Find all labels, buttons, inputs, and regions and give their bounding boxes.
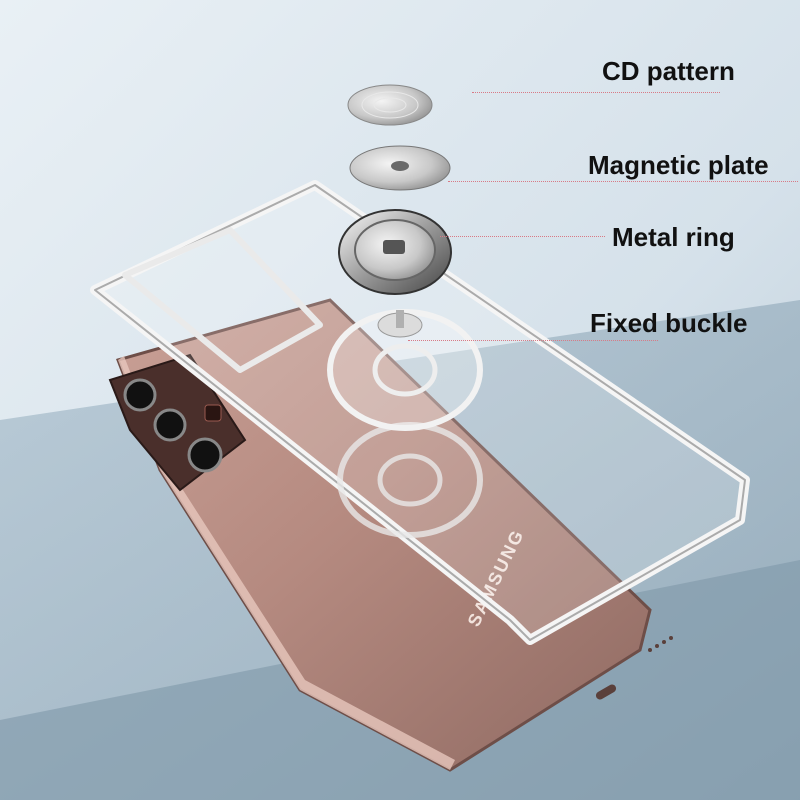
magnetic-plate-part xyxy=(349,145,451,191)
label-metal-ring: Metal ring xyxy=(612,222,735,252)
leader-line-magnetic-plate xyxy=(448,181,798,182)
camera-sensor xyxy=(204,404,222,422)
fixed-buckle-part xyxy=(327,309,483,431)
camera-lens-2 xyxy=(153,408,187,442)
leader-line-fixed-buckle xyxy=(408,340,658,341)
leader-line-metal-ring xyxy=(440,236,605,237)
speaker-grille xyxy=(648,636,673,652)
case-camera-cutout xyxy=(122,227,323,373)
label-fixed-buckle: Fixed buckle xyxy=(590,308,748,338)
camera-lens-1 xyxy=(123,378,157,412)
cd-pattern-part xyxy=(347,84,433,126)
leader-line-cd-pattern xyxy=(472,92,720,93)
label-magnetic-plate: Magnetic plate xyxy=(588,150,769,180)
metal-ring-part xyxy=(338,209,452,295)
case-frame-shadow xyxy=(94,184,746,641)
camera-lens-3 xyxy=(187,437,223,473)
usb-port xyxy=(595,684,617,700)
case-ring-mark-inner xyxy=(377,453,443,507)
label-cd-pattern: CD pattern xyxy=(602,56,735,86)
